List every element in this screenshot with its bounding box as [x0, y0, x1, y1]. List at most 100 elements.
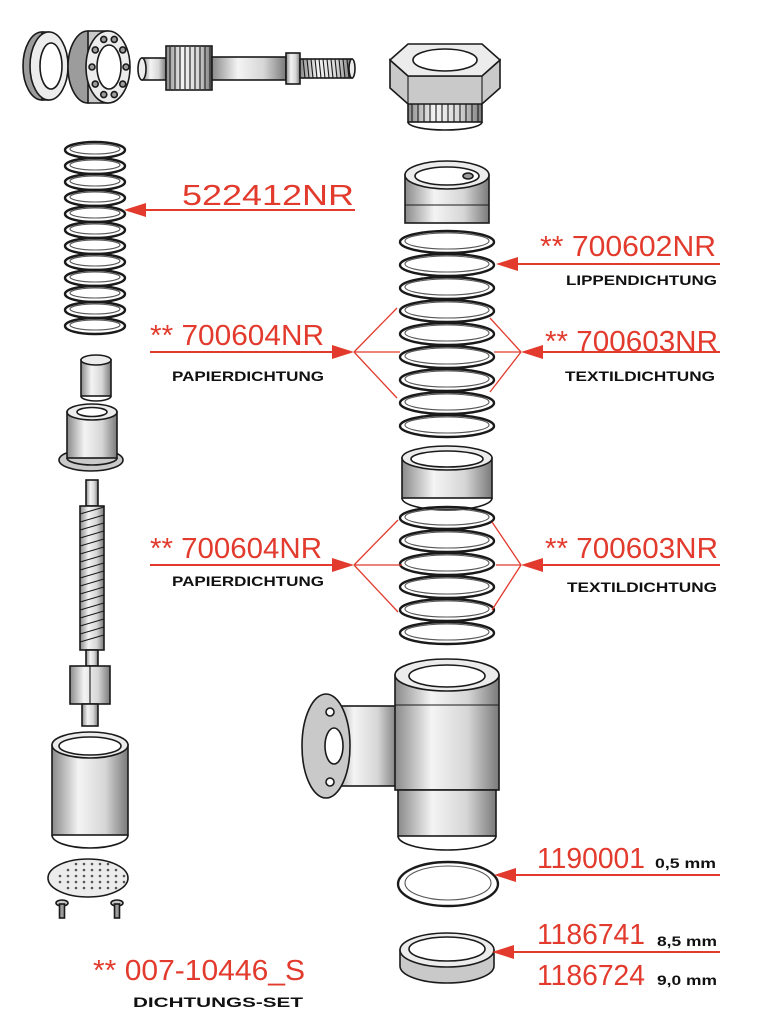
- filter-hole: [106, 880, 110, 884]
- helix-line: [79, 602, 105, 611]
- thread-line: [334, 58, 338, 79]
- thread-line: [318, 58, 322, 79]
- helix-line: [79, 618, 105, 627]
- thread-line: [310, 58, 314, 79]
- bearing-bore: [96, 44, 122, 90]
- seal-ring: [398, 597, 496, 623]
- seal-ring: [63, 220, 127, 240]
- small-bushing: [80, 354, 112, 402]
- seal-ring: [63, 252, 127, 272]
- label-700603-upper-name: TEXTILDICHTUNG: [565, 368, 715, 384]
- filter-hole: [82, 886, 86, 890]
- seal-ring-1186741: [399, 932, 495, 984]
- gear-teeth: [169, 47, 211, 89]
- seal-ring: [398, 620, 496, 646]
- filter-hole: [122, 880, 126, 884]
- bearing-ball: [91, 46, 100, 54]
- seal-ring: [398, 229, 496, 255]
- sleeve-body: [51, 744, 129, 836]
- seal-ring-inner-edge: [404, 278, 490, 296]
- flange-bolt-hole-bottom: [325, 777, 335, 787]
- filter-hole: [114, 874, 118, 878]
- piston-sleeve: [51, 731, 129, 849]
- seal-ring: [398, 390, 496, 416]
- shim-ring-1190001: [396, 860, 500, 908]
- arrow-700602-head: [496, 257, 518, 271]
- shaft-tip: [348, 58, 356, 79]
- seal-ring: [63, 172, 127, 192]
- seal-ring-inner-edge: [404, 370, 490, 388]
- filter-hole: [90, 886, 94, 890]
- seal-ring-inner-edge: [404, 393, 490, 411]
- bearing-ball: [118, 80, 127, 88]
- seal-ring-inner-edge: [404, 416, 490, 434]
- seal-ring-inner-edge: [404, 347, 490, 365]
- seal-ring-inner-edge: [69, 223, 121, 235]
- label-700602-number: ** 700602NR: [540, 231, 716, 263]
- seal-ring: [398, 551, 496, 577]
- gland-nut-thread-bottom: [407, 121, 483, 131]
- seal-ring-inner-edge: [69, 175, 121, 187]
- filter-hole: [66, 874, 70, 878]
- label-700604-lower-number: ** 700604NR: [150, 533, 322, 565]
- helix-line: [79, 522, 105, 531]
- seal-ring: [398, 252, 496, 278]
- seal-ring-outer-edge: [398, 298, 496, 324]
- label-1186741-size: 8,5 mm: [657, 933, 717, 949]
- flanged-bushing: [58, 403, 124, 472]
- filter-holes: [58, 862, 126, 890]
- bearing-ball: [122, 63, 130, 71]
- filter-disc-face: [47, 858, 129, 898]
- fan-line: [353, 307, 398, 353]
- seal-ring: [398, 367, 496, 393]
- filter-hole: [90, 874, 94, 878]
- guide-sleeve-notch: [462, 172, 474, 180]
- seal-ring-outer-edge: [398, 390, 496, 416]
- filter-hole: [114, 886, 118, 890]
- thread-line: [326, 58, 330, 79]
- seal-ring-inner-edge: [69, 287, 121, 299]
- label-522412-number: 522412NR: [182, 180, 354, 212]
- seal-ring-inner-edge: [69, 239, 121, 251]
- arrow-700603-upper: [489, 317, 720, 393]
- filter-hole: [106, 874, 110, 878]
- helix-line: [79, 634, 105, 643]
- seal-ring-inner-edge: [404, 531, 490, 549]
- seal-ring-stack-522412: [63, 140, 127, 336]
- arrow-1186741: [492, 945, 720, 959]
- shaft-body: [211, 56, 287, 81]
- helix-line: [79, 610, 105, 619]
- flanged-bushing-bottom: [66, 457, 118, 466]
- label-700604-upper-name: PAPIERDICHTUNG: [172, 368, 324, 384]
- seal-ring-outer-edge: [398, 597, 496, 623]
- filter-hole: [122, 874, 126, 878]
- helix-line: [79, 530, 105, 539]
- housing-bore: [408, 664, 486, 688]
- shaft-end-cap: [137, 57, 147, 81]
- thread-line: [346, 58, 350, 79]
- seal-ring: [63, 316, 127, 336]
- bearing-ball: [88, 63, 96, 71]
- seal-ring: [398, 413, 496, 439]
- filter-hole: [66, 886, 70, 890]
- filter-hole: [74, 868, 78, 872]
- pump-housing: [301, 658, 500, 851]
- seal-ring-inner-edge: [404, 508, 490, 526]
- helix-line: [79, 626, 105, 635]
- bearing-ball: [91, 80, 100, 88]
- seal-ring-outer-edge: [398, 620, 496, 646]
- shaft-collar: [285, 52, 301, 85]
- screw-left: [55, 899, 69, 919]
- screw-right: [110, 899, 124, 919]
- label-700603-lower-name: TEXTILDICHTUNG: [567, 579, 717, 595]
- shim-ring-inner: [404, 865, 492, 901]
- filter-hole: [74, 874, 78, 878]
- helix-line: [79, 570, 105, 579]
- filter-hole: [66, 880, 70, 884]
- seal-ring-stack-upper: [398, 229, 496, 439]
- filter-hole: [114, 868, 118, 872]
- label-700604-lower-name: PAPIERDICHTUNG: [172, 573, 324, 589]
- arrow-1186741-head: [492, 945, 514, 959]
- fan-line: [489, 351, 522, 393]
